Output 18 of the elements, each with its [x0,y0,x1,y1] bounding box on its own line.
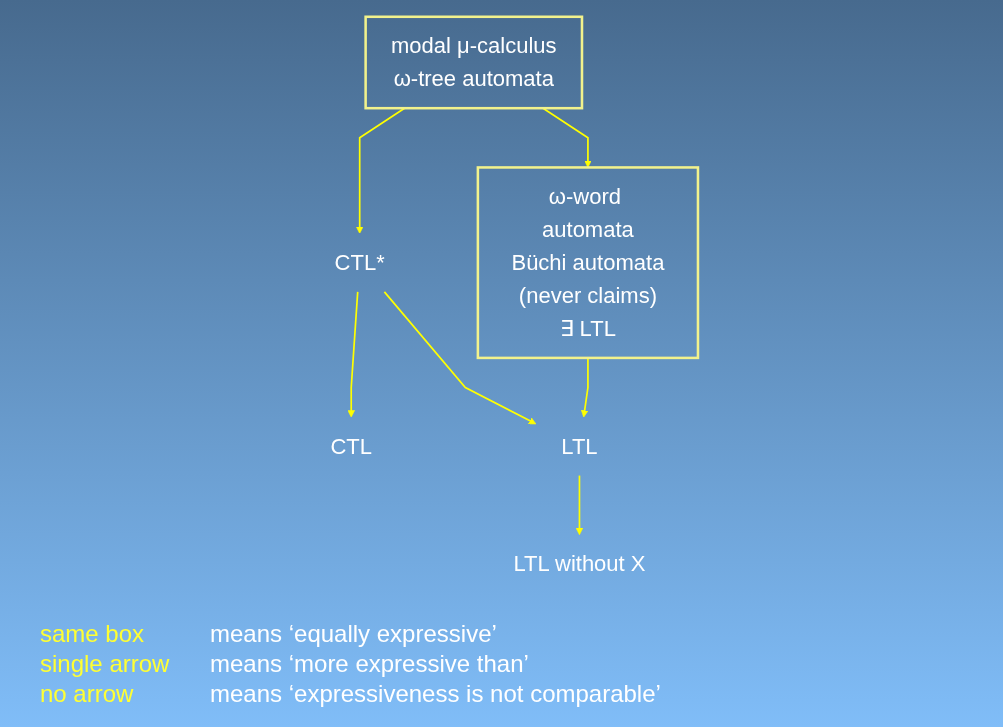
node-text: LTL without X [513,550,646,577]
arrow [355,107,406,234]
legend-meaning: means ‘more expressive than’ [210,650,530,678]
legend-term: single arrow [40,650,171,678]
arrow [542,107,592,168]
arrow [580,357,589,418]
node-text: LTL [561,433,598,459]
legend-meaning: means ‘expressiveness is not comparable’ [210,680,661,708]
node-box: modal μ-calculus ω-tree automata [364,15,584,110]
legend-term: same box [40,620,146,648]
legend-meaning: means ‘equally expressive’ [210,620,498,648]
node-text: CTL [330,433,373,459]
arrow [383,291,537,425]
arrow [575,474,584,536]
node-text: CTL* [334,249,385,275]
node-box: ω-word automata Büchi automata (never claims) ∃ LTL [476,166,700,360]
legend-term: no arrow [40,680,135,708]
arrow [347,291,359,418]
